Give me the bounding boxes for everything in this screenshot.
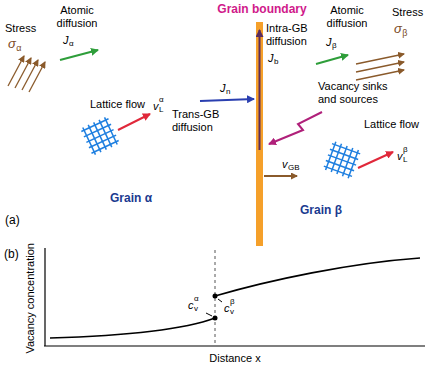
superscript: β <box>403 145 408 154</box>
subscript: β <box>332 41 337 50</box>
stress-symbol: σ <box>8 37 16 52</box>
flux-symbol: J <box>268 52 274 65</box>
velocity-symbol: v <box>153 100 159 113</box>
panel-label: (a) <box>5 214 20 228</box>
stress-symbol: σ <box>394 22 402 37</box>
process-label: Lattice flow <box>90 98 145 111</box>
grain-label: Grain α <box>110 192 152 206</box>
subscript: n <box>226 87 230 96</box>
panel-label: (b) <box>4 248 19 262</box>
flux-symbol: J <box>220 82 226 95</box>
subscript: v <box>230 307 234 316</box>
grain-boundary <box>256 22 263 246</box>
concentration-symbol: c <box>224 302 230 315</box>
process-label: Lattice flow <box>364 118 419 131</box>
subscript: L <box>403 155 407 164</box>
process-label: Intra-GB diffusion <box>266 22 320 47</box>
subscript: β <box>402 28 407 38</box>
flux-symbol: J <box>63 34 69 47</box>
flux-symbol: J <box>326 36 332 49</box>
stress-label: Stress <box>5 22 36 35</box>
superscript: α <box>194 294 199 303</box>
title-label: Grain boundary <box>217 3 306 17</box>
subscript: α <box>16 43 21 53</box>
subscript: α <box>69 39 74 48</box>
process-label: Trans-GB diffusion <box>172 108 226 133</box>
grain-label: Grain β <box>300 204 342 218</box>
concentration-symbol: c <box>188 299 194 312</box>
subscript: v <box>194 304 198 313</box>
superscript: β <box>230 297 235 306</box>
subscript: GB <box>288 163 300 172</box>
subscript: L <box>159 105 163 114</box>
subscript: b <box>274 57 278 66</box>
stress-label: Stress <box>392 6 423 19</box>
process-label: Atomic diffusion <box>318 4 376 29</box>
process-label: Atomic diffusion <box>48 4 106 29</box>
superscript: α <box>159 95 164 104</box>
velocity-symbol: v <box>397 150 403 163</box>
process-label: Vacancy sinks and sources <box>318 80 404 105</box>
velocity-symbol: v <box>282 158 288 171</box>
axis-label: Vacancy concentration <box>24 243 37 353</box>
axis-label: Distance x <box>209 352 260 365</box>
